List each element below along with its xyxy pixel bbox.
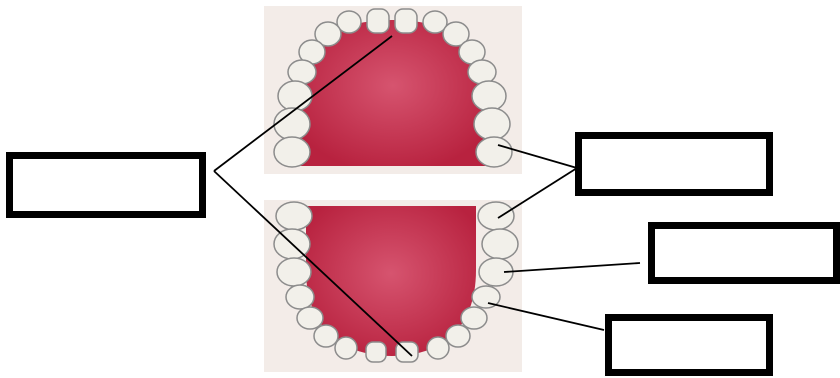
upper-tooth <box>474 108 510 140</box>
lower-tooth <box>297 307 323 329</box>
lower-tooth <box>277 258 311 286</box>
lower-tooth <box>335 337 357 359</box>
upper-tooth <box>288 60 316 84</box>
lower-tooth <box>461 307 487 329</box>
upper-tooth <box>472 81 506 111</box>
lower-tooth <box>482 229 518 259</box>
upper-tooth <box>274 137 310 167</box>
lower-tooth <box>427 337 449 359</box>
upper-tooth <box>395 9 417 33</box>
leader-line-top-right-to-lower-molar <box>498 168 577 218</box>
lower-tooth <box>276 202 312 230</box>
leader-line-middle-right-to-lower-molar <box>504 263 640 272</box>
lower-tooth <box>446 325 470 347</box>
upper-tooth <box>476 137 512 167</box>
lower-tooth <box>314 325 338 347</box>
upper-tooth <box>468 60 496 84</box>
upper-tooth <box>278 81 312 111</box>
upper-tooth <box>367 9 389 33</box>
lower-tooth <box>366 342 386 362</box>
label-box-top-right[interactable] <box>575 132 773 196</box>
label-box-left[interactable] <box>6 152 206 218</box>
lower-tooth <box>286 285 314 309</box>
label-box-bottom-right[interactable] <box>605 314 773 376</box>
label-box-middle-right[interactable] <box>648 222 840 284</box>
lower-tooth <box>478 202 514 230</box>
